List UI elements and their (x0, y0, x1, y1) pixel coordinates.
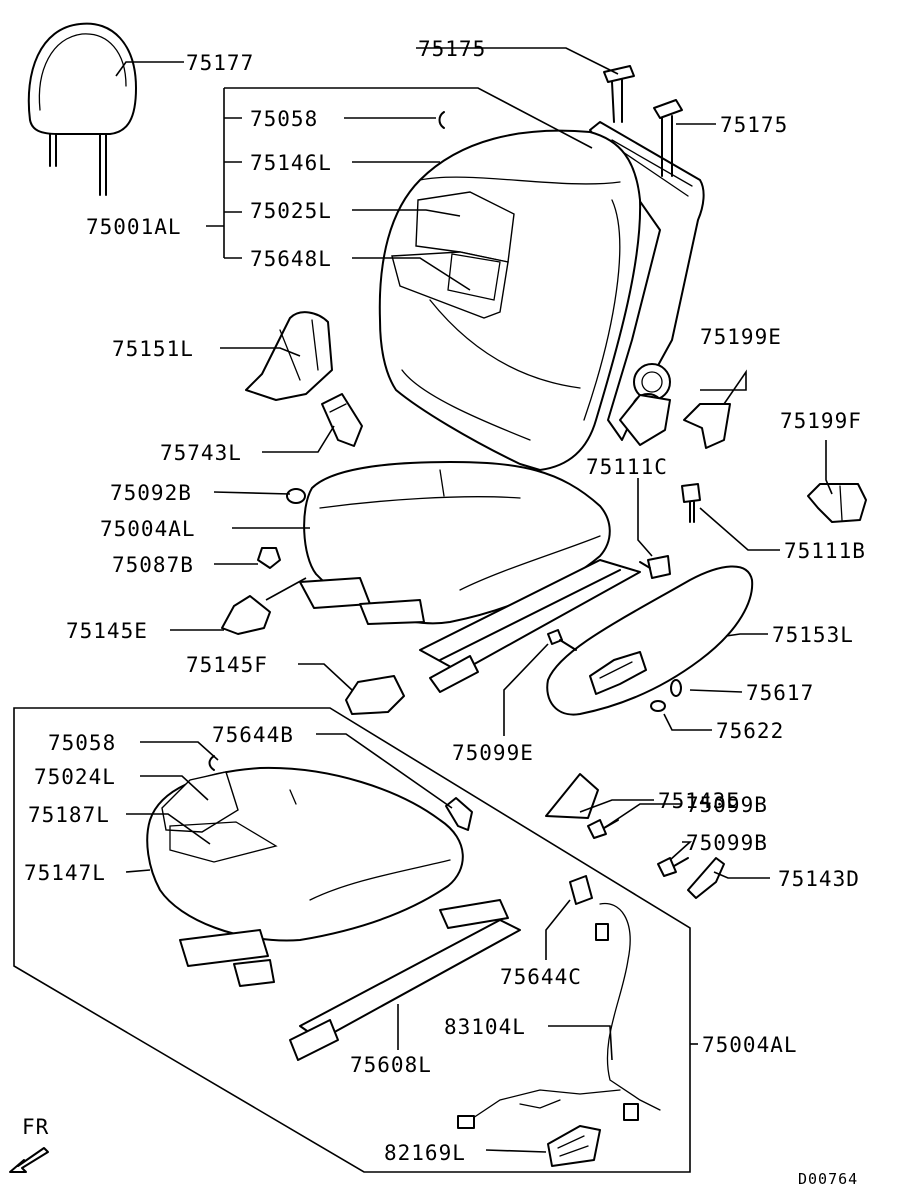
label-75004AL-top: 75004AL (100, 517, 196, 541)
label-75099B-b: 75099B (686, 831, 768, 855)
headrest (27, 22, 137, 196)
label-75145E: 75145E (66, 619, 148, 643)
label-75153L: 75153L (772, 623, 854, 647)
label-75099E: 75099E (452, 741, 534, 765)
seat-cushion-upper (299, 461, 641, 693)
bolt-75111B (681, 483, 701, 523)
connector-75644B (445, 797, 473, 831)
label-75087B: 75087B (112, 553, 194, 577)
screw-75099E (547, 629, 577, 651)
label-75175-top: 75175 (418, 37, 486, 61)
label-75111C: 75111C (586, 455, 668, 479)
drawing-code: D00764 (798, 1170, 858, 1187)
back-side-cover (245, 311, 333, 401)
rail-cover-75145E (221, 595, 271, 635)
label-75004AL-bottom: 75004AL (702, 1033, 798, 1057)
connector-75644C (569, 875, 593, 905)
label-75058-top: 75058 (250, 107, 318, 131)
seat-belt-buckle (321, 393, 363, 447)
clip-75058-lower (208, 755, 215, 771)
label-75608L: 75608L (350, 1053, 432, 1077)
label-75648L: 75648L (250, 247, 332, 271)
leader-lines (115, 47, 833, 1153)
knob-75622 (650, 700, 666, 712)
label-82169L: 82169L (384, 1141, 466, 1165)
headrest-guide-left (603, 65, 635, 123)
wiring-harness (457, 902, 661, 1129)
label-75187L: 75187L (28, 803, 110, 827)
label-75199E: 75199E (700, 325, 782, 349)
headrest-guide-right (653, 99, 683, 177)
label-75058-bottom: 75058 (48, 731, 116, 755)
front-direction-arrow-icon (9, 1147, 49, 1173)
front-direction-label: FR (22, 1115, 49, 1139)
switch-82169L (547, 1125, 601, 1167)
screw-75099B-b (657, 857, 689, 877)
recliner-cover-75199F (807, 483, 867, 523)
label-75147L: 75147L (24, 861, 106, 885)
cover-75143D (687, 857, 725, 899)
label-75151L: 75151L (112, 337, 194, 361)
seat-back (378, 111, 705, 471)
label-75001AL: 75001AL (86, 215, 182, 239)
seat-cushion-lower (146, 766, 521, 1061)
label-75175-right: 75175 (720, 113, 788, 137)
recliner-cover-75199E (683, 403, 731, 449)
label-75143E: 75143E (658, 789, 740, 813)
label-83104L: 83104L (444, 1015, 526, 1039)
cap-75092B (286, 488, 306, 504)
lower-assembly-box (13, 707, 691, 1173)
label-75146L: 75146L (250, 151, 332, 175)
screw-75099B-a (587, 819, 619, 839)
label-75111B: 75111B (784, 539, 866, 563)
label-75644B: 75644B (212, 723, 294, 747)
rail-cover-75145F (345, 675, 405, 715)
label-75617: 75617 (746, 681, 814, 705)
knob-75617 (670, 679, 682, 697)
label-75143D: 75143D (778, 867, 860, 891)
label-75177: 75177 (186, 51, 254, 75)
nut-75087B (257, 547, 281, 569)
label-75743L: 75743L (160, 441, 242, 465)
label-75024L: 75024L (34, 765, 116, 789)
label-75092B: 75092B (110, 481, 192, 505)
label-75145F: 75145F (186, 653, 268, 677)
label-75622: 75622 (716, 719, 784, 743)
side-shield-75153L (546, 565, 754, 716)
label-75099B-a: 75099B (686, 793, 768, 817)
label-75644C: 75644C (500, 965, 582, 989)
label-75199F: 75199F (780, 409, 862, 433)
label-75025L: 75025L (250, 199, 332, 223)
cover-75143E (545, 773, 599, 819)
bolt-75111C (639, 555, 671, 579)
